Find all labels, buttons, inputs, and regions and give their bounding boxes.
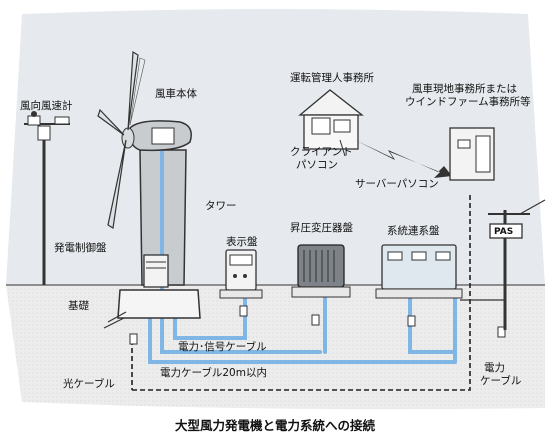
grounding-weights: [129, 305, 506, 345]
communication-link-icon: [355, 140, 452, 178]
transformer-label: 昇圧変圧器盤: [290, 222, 353, 234]
display-panel-icon: [219, 249, 263, 299]
power-signal-cable-label: 電力･信号ケーブル: [178, 341, 267, 353]
grid-panel-icon: [375, 244, 463, 299]
pas-label: PAS: [494, 227, 514, 237]
anemometer-icon: [24, 111, 70, 285]
pas-pole-icon: [488, 199, 546, 330]
site-office-label-line1: 風車現地事務所または: [412, 83, 517, 95]
diagram-caption: 大型風力発電機と電力系統への接続: [174, 418, 375, 433]
tower-label: タワー: [205, 200, 237, 212]
power-cable-20m-label: 電力ケーブル20m以内: [160, 367, 267, 379]
client-pc-label-line2: パソコン: [296, 159, 338, 171]
grid-panel-label: 系統連系盤: [387, 225, 440, 237]
site-office-server-icon: [449, 127, 495, 181]
optical-cable-path: [131, 195, 471, 391]
nacelle-label: 風車本体: [155, 88, 197, 100]
operator-office-label: 運転管理人事務所: [290, 72, 374, 84]
display-panel-label: 表示盤: [226, 236, 258, 248]
optical-cable-label: 光ケーブル: [63, 378, 115, 390]
foundation-icon: [103, 289, 201, 329]
transformer-icon: [291, 244, 351, 298]
foundation-label: 基礎: [68, 300, 89, 312]
server-pc-label: サーバーパソコン: [355, 178, 439, 190]
site-office-label-line2: ウインドファーム事務所等: [405, 96, 531, 108]
rotor-blades-icon: [97, 50, 146, 229]
control-panel-icon: [143, 254, 169, 288]
client-pc-label-line1: クライアント: [290, 146, 353, 158]
power-cable-label-line1: 電力: [484, 362, 505, 374]
power-cable-label-line2: ケーブル: [480, 375, 522, 387]
nacelle-icon: [121, 120, 192, 152]
anemometer-label: 風向風速計: [20, 100, 73, 112]
operator-office-icon: [298, 89, 364, 157]
control-panel-label: 発電制御盤: [54, 242, 107, 254]
